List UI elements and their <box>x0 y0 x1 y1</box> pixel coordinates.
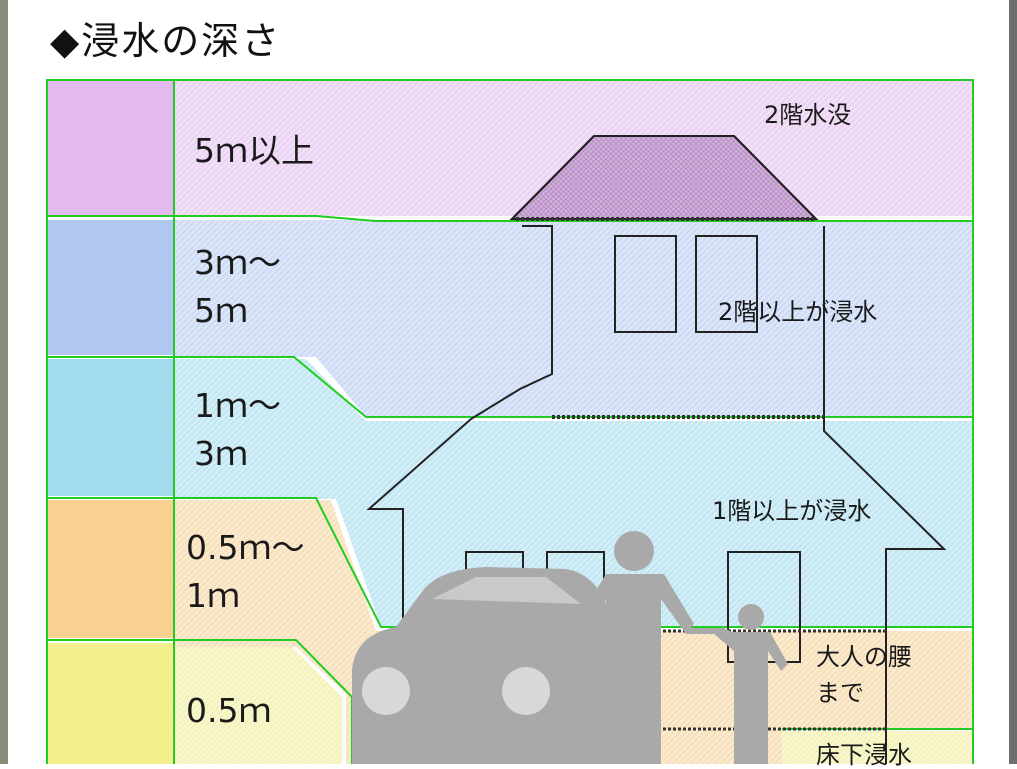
flood-depth-svg <box>46 79 974 769</box>
flood-depth-diagram: 5ｍ以上 3ｍ～ 5ｍ 1ｍ～ 3ｍ 0.5ｍ～ 1ｍ 0.5ｍ 2階水没 2階… <box>46 79 974 769</box>
note-waist-deep: 大人の腰 まで <box>816 643 912 707</box>
swatch-3m-5m <box>46 220 174 355</box>
depth-label-1m-3m: 1ｍ～ 3ｍ <box>194 386 281 473</box>
adult-silhouette <box>576 531 694 764</box>
swatch-05m-1m <box>46 500 174 638</box>
upper-window-left <box>614 235 677 333</box>
depth-label-5m-plus: 5ｍ以上 <box>194 131 314 170</box>
upper-window-right <box>695 235 758 333</box>
child-silhouette <box>714 604 788 764</box>
house-outline <box>366 135 947 764</box>
swatch-1m-3m <box>46 359 174 496</box>
depth-label-05m: 0.5ｍ <box>186 691 272 730</box>
note-2f-flooded: 2階以上が浸水 <box>718 298 878 326</box>
depth-label-3m-5m: 3ｍ～ 5ｍ <box>194 243 281 330</box>
note-1f-flooded: 1階以上が浸水 <box>712 497 872 525</box>
band-dividers <box>46 79 974 769</box>
swatch-05m <box>46 643 174 764</box>
car-silhouette <box>352 567 648 764</box>
left-edge-strip <box>0 0 8 764</box>
page-title: ◆浸水の深さ <box>50 19 282 63</box>
swatch-5m-plus <box>46 79 174 216</box>
right-edge-strip <box>1009 0 1017 764</box>
note-below-floor: 床下浸水 <box>816 741 912 769</box>
note-2f-submerged: 2階水没 <box>764 101 852 129</box>
depth-label-05m-1m: 0.5ｍ～ 1ｍ <box>186 528 305 615</box>
